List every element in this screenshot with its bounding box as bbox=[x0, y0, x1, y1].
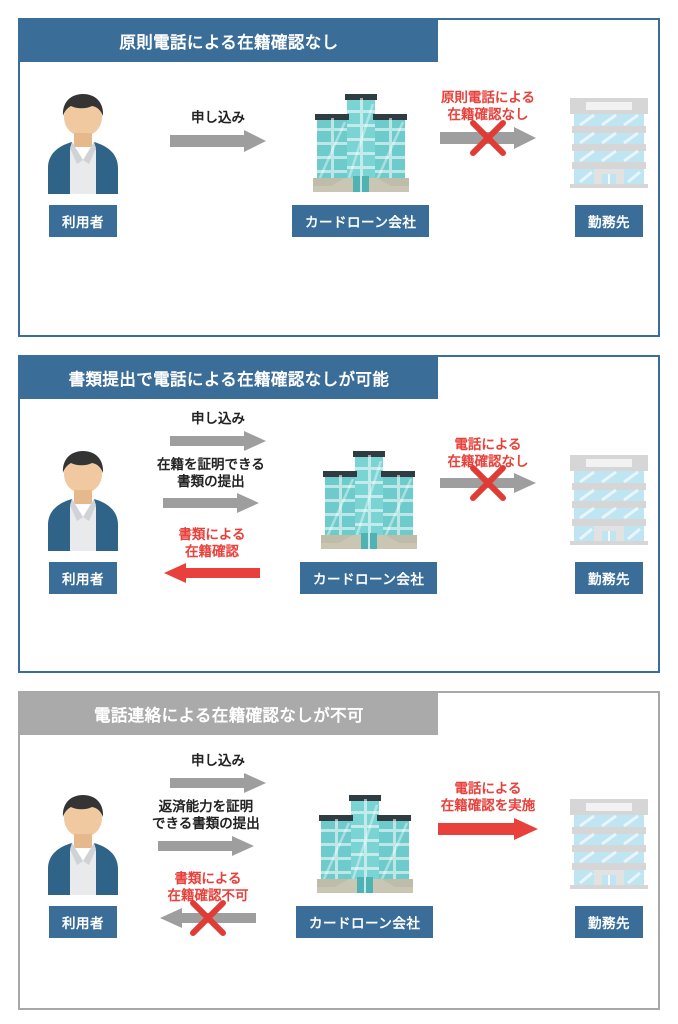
flow-phone-verification-performed-caption: 電話による 在籍確認を実施 bbox=[440, 781, 536, 814]
node-workplace-label: 勤務先 bbox=[575, 561, 643, 594]
node-loan-company-label: カードローン会社 bbox=[296, 906, 434, 939]
panel-phone-call-required: 電話連絡による在籍確認なしが不可 利用者 bbox=[18, 691, 660, 1011]
person-avatar-icon bbox=[44, 447, 122, 556]
flow-application-caption: 申し込み bbox=[191, 753, 245, 769]
flow-submit-repayment-documents: 返済能力を証明 できる書類の提出 bbox=[152, 799, 260, 857]
arrow-right-gray bbox=[170, 773, 266, 794]
workplace-building-svg bbox=[570, 799, 648, 890]
flow-document-verification: 書類による 在籍確認 bbox=[164, 527, 260, 584]
office-building-svg bbox=[312, 94, 409, 192]
flow-submit-repayment-documents-caption: 返済能力を証明 できる書類の提出 bbox=[152, 799, 260, 832]
arrow-left-icon bbox=[164, 563, 260, 584]
flow-submit-documents-caption: 在籍を証明できる 書類の提出 bbox=[157, 456, 265, 489]
workplace-building-svg bbox=[570, 98, 648, 188]
arrow-right-gray bbox=[170, 430, 266, 451]
workplace-building-icon bbox=[568, 447, 650, 556]
office-building-icon bbox=[319, 447, 419, 556]
arrow-right-icon bbox=[170, 773, 266, 794]
person-avatar-svg bbox=[48, 795, 118, 896]
flow-application: 申し込み bbox=[170, 411, 266, 451]
node-loan-company: カードローン会社 bbox=[300, 447, 438, 594]
node-user-label: 利用者 bbox=[49, 906, 117, 939]
arrow-right-gray-blocked bbox=[440, 119, 536, 156]
node-loan-company: カードローン会社 bbox=[292, 90, 430, 237]
node-user-label: 利用者 bbox=[49, 561, 117, 594]
arrow-right-icon bbox=[438, 818, 538, 841]
node-workplace: 勤務先 bbox=[568, 90, 650, 237]
cross-icon-svg bbox=[470, 119, 506, 156]
node-user: 利用者 bbox=[44, 90, 122, 237]
node-workplace: 勤務先 bbox=[568, 447, 650, 594]
flow-application-caption: 申し込み bbox=[191, 410, 245, 426]
flow-application-caption: 申し込み bbox=[191, 110, 245, 125]
workplace-building-icon bbox=[568, 90, 650, 199]
flow-phone-blocked-caption: 原則電話による 在籍確認なし bbox=[440, 90, 536, 122]
node-user: 利用者 bbox=[44, 791, 122, 939]
node-user-label: 利用者 bbox=[49, 205, 117, 237]
panel-3-body: 利用者 申し込み 返済能力を証明 できる書類の提出 bbox=[20, 735, 658, 1008]
panel-1-header: 原則電話による在籍確認なし bbox=[20, 20, 438, 62]
flow-phone-blocked-caption: 電話による 在籍確認なし bbox=[447, 436, 529, 469]
node-loan-company-label: カードローン会社 bbox=[300, 561, 438, 594]
arrow-right-icon bbox=[170, 430, 266, 451]
node-workplace: 勤務先 bbox=[568, 791, 650, 939]
flow-document-verification-blocked: 書類による 在籍確認不可 bbox=[160, 871, 256, 937]
flow-application: 申し込み bbox=[170, 110, 266, 152]
arrow-right-red bbox=[438, 818, 538, 841]
arrow-right-icon bbox=[162, 493, 259, 514]
node-user: 利用者 bbox=[44, 447, 122, 594]
office-building-icon bbox=[315, 791, 415, 900]
workplace-building-icon bbox=[568, 791, 650, 900]
panel-3-header: 電話連絡による在籍確認なしが不可 bbox=[20, 693, 438, 736]
arrow-right-gray-blocked bbox=[440, 465, 536, 502]
node-loan-company: カードローン会社 bbox=[296, 791, 434, 939]
blocked-cross-icon bbox=[187, 897, 229, 939]
node-loan-company-label: カードローン会社 bbox=[292, 205, 430, 237]
arrow-right-gray bbox=[170, 129, 266, 152]
flow-document-verification-blocked-caption: 書類による 在籍確認不可 bbox=[167, 871, 249, 904]
person-avatar-svg bbox=[48, 94, 118, 194]
flow-phone-verification-performed: 電話による 在籍確認を実施 bbox=[438, 781, 538, 841]
office-building-svg bbox=[316, 795, 413, 894]
arrow-right-gray bbox=[162, 493, 259, 514]
flow-document-verification-caption: 書類による 在籍確認 bbox=[178, 526, 246, 559]
flow-phone-blocked: 原則電話による 在籍確認なし bbox=[440, 90, 536, 156]
arrow-left-red bbox=[164, 563, 260, 584]
person-avatar-svg bbox=[48, 450, 118, 551]
arrow-right-gray bbox=[157, 836, 254, 857]
cross-icon-svg bbox=[470, 465, 506, 502]
panel-2-header: 書類提出で電話による在籍確認なしが可能 bbox=[20, 356, 438, 399]
workplace-building-svg bbox=[570, 454, 648, 545]
person-avatar-icon bbox=[44, 90, 122, 199]
node-workplace-label: 勤務先 bbox=[575, 906, 643, 939]
flow-submit-documents: 在籍を証明できる 書類の提出 bbox=[157, 457, 265, 514]
panel-documents-allow-no-call: 書類提出で電話による在籍確認なしが可能 利用者 bbox=[18, 354, 660, 674]
person-avatar-icon bbox=[44, 791, 122, 900]
office-building-icon bbox=[311, 90, 411, 199]
panel-no-phone-verification: 原則電話による在籍確認なし 利用者 bbox=[18, 18, 660, 337]
panel-2-body: 利用者 申し込み 在籍を証明できる 書類の提出 書 bbox=[20, 399, 658, 672]
panel-1-body: 利用者 申し込み bbox=[20, 62, 658, 335]
arrow-right-icon bbox=[157, 836, 254, 857]
arrow-right-icon bbox=[170, 129, 266, 152]
blocked-cross-icon bbox=[467, 462, 509, 504]
flow-application: 申し込み bbox=[170, 753, 266, 794]
node-workplace-label: 勤務先 bbox=[575, 205, 643, 237]
office-building-svg bbox=[320, 450, 417, 549]
cross-icon-svg bbox=[190, 900, 226, 937]
arrow-left-gray-blocked bbox=[160, 900, 256, 937]
flow-phone-blocked: 電話による 在籍確認なし bbox=[440, 436, 536, 502]
blocked-cross-icon bbox=[467, 117, 509, 159]
